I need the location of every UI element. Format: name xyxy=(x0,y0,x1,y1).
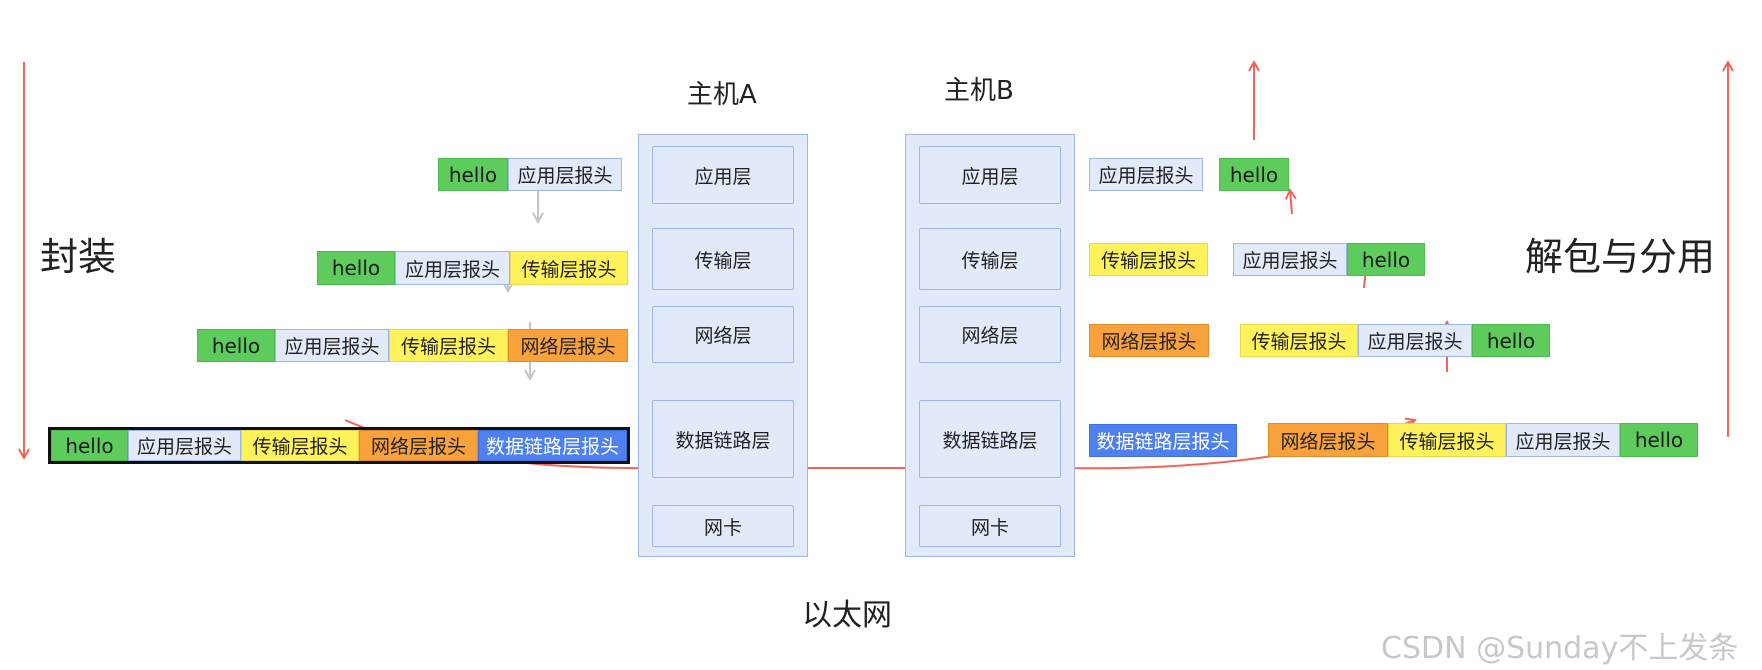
host-b-datalink-layer: 数据链路层 xyxy=(919,400,1061,478)
decap-row4-app-header: 应用层报头 xyxy=(1506,423,1620,457)
decap-row4-trans-header: 传输层报头 xyxy=(1388,423,1506,457)
decap-row2-payload: hello xyxy=(1347,243,1425,276)
host-b-title: 主机B xyxy=(944,76,1014,106)
encap-row3-payload: hello xyxy=(197,329,275,362)
encap-row4-net-header: 网络层报头 xyxy=(359,430,478,461)
host-a-nic: 网卡 xyxy=(652,505,794,547)
encapsulation-label: 封装 xyxy=(40,235,117,279)
host-a-transport-layer: 传输层 xyxy=(652,228,794,290)
host-b-application-layer: 应用层 xyxy=(919,146,1061,204)
decap-row3-payload: hello xyxy=(1472,324,1550,357)
host-a-title: 主机A xyxy=(687,80,757,110)
encap-row4-trans-header: 传输层报头 xyxy=(241,430,359,461)
decap-row4-payload: hello xyxy=(1620,423,1698,457)
stripped-link-header: 数据链路层报头 xyxy=(1089,424,1237,457)
host-a-datalink-layer: 数据链路层 xyxy=(652,400,794,478)
encap-row3-app-header: 应用层报头 xyxy=(275,329,389,362)
encap-row2-payload: hello xyxy=(317,251,395,285)
decap-row4-net-header: 网络层报头 xyxy=(1268,423,1388,457)
encap-row1-payload: hello xyxy=(438,158,508,191)
stripped-net-header: 网络层报头 xyxy=(1089,324,1209,357)
host-b-transport-layer: 传输层 xyxy=(919,228,1061,290)
encap-row4-app-header: 应用层报头 xyxy=(128,430,241,461)
decapsulation-label: 解包与分用 xyxy=(1525,235,1716,279)
encap-frame-outline xyxy=(48,427,630,464)
encap-row2-app-header: 应用层报头 xyxy=(395,251,510,285)
encap-row4-payload: hello xyxy=(51,430,128,461)
decap-step-arrow-3 xyxy=(1290,190,1292,215)
host-a-application-layer: 应用层 xyxy=(652,146,794,204)
encap-row1-app-header: 应用层报头 xyxy=(508,158,622,191)
host-b-network-layer: 网络层 xyxy=(919,306,1061,363)
decap-row1-payload: hello xyxy=(1219,158,1289,191)
ethernet-label: 以太网 xyxy=(802,598,892,633)
watermark: CSDN @Sunday不上发条 xyxy=(1381,631,1739,666)
encap-row3-trans-header: 传输层报头 xyxy=(389,329,508,362)
stripped-app-header: 应用层报头 xyxy=(1089,158,1203,191)
encap-row2-trans-header: 传输层报头 xyxy=(510,251,628,285)
host-b-nic: 网卡 xyxy=(919,505,1061,547)
host-a-network-layer: 网络层 xyxy=(652,306,794,363)
encap-row3-net-header: 网络层报头 xyxy=(508,329,628,362)
decap-row3-app-header: 应用层报头 xyxy=(1358,324,1472,357)
decap-row3-trans-header: 传输层报头 xyxy=(1240,324,1358,357)
stripped-trans-header: 传输层报头 xyxy=(1089,243,1208,276)
encap-row4-link-header: 数据链路层报头 xyxy=(478,430,627,461)
decap-row2-app-header: 应用层报头 xyxy=(1233,243,1347,276)
